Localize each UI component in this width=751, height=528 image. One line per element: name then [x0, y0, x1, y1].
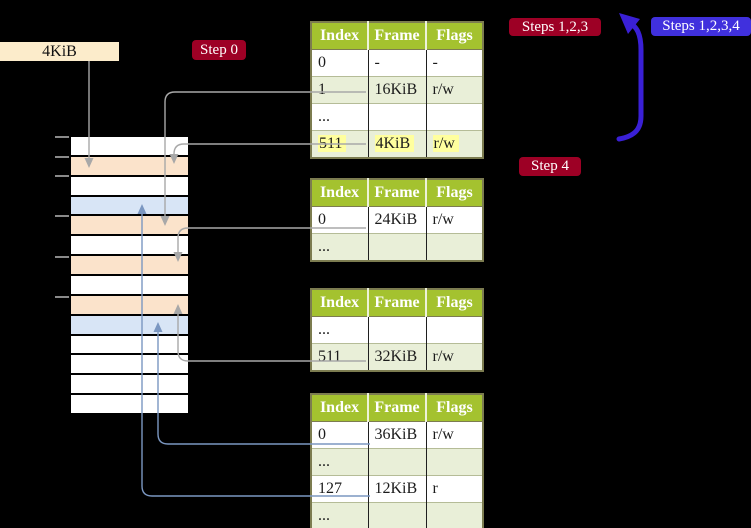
table-row: 511 32KiB r/w: [311, 343, 483, 371]
cell-frame: [367, 316, 426, 344]
cell-frame: 4KiB: [367, 130, 426, 158]
table-row: ...: [311, 103, 483, 131]
page-table-32kib: Index Frame Flags 0 36KiB r/w ... 127 12…: [310, 393, 484, 528]
cell-frame: [367, 233, 426, 261]
cell-frame: 24KiB: [367, 206, 426, 234]
memory-row-peach: [71, 216, 188, 234]
memory-row-peach: [71, 256, 188, 274]
cell-index: ...: [311, 448, 368, 476]
cell-flags: -: [425, 49, 483, 77]
page-table-24kib: Index Frame Flags ... 511 32KiB r/w: [310, 288, 484, 372]
table-header-row: Index Frame Flags: [311, 179, 483, 207]
table-row: 0 24KiB r/w: [311, 206, 483, 234]
page-table-step0: Index Frame Flags 0 - - 1 16KiB r/w ... …: [310, 21, 484, 159]
cell-flags: [425, 448, 483, 476]
header-flags: Flags: [425, 394, 483, 422]
header-flags: Flags: [425, 22, 483, 50]
header-index: Index: [311, 289, 368, 317]
cell-index: ...: [311, 103, 368, 131]
cell-flags: r/w: [425, 130, 483, 158]
cell-index: 127: [311, 475, 368, 503]
cell-frame: [367, 103, 426, 131]
memory-row-white: [71, 355, 188, 373]
cell-frame: 32KiB: [367, 343, 426, 371]
address-tick: [55, 215, 69, 217]
badge-steps-123: Steps 1,2,3: [509, 18, 601, 36]
cell-frame: [367, 502, 426, 528]
cell-flags: r: [425, 475, 483, 503]
header-frame: Frame: [367, 22, 426, 50]
table-row: ...: [311, 448, 483, 476]
memory-column: [69, 137, 190, 415]
highlight-text: r/w: [432, 135, 459, 152]
table-row: 127 12KiB r: [311, 475, 483, 503]
address-tick: [55, 136, 69, 138]
cell-frame: 12KiB: [367, 475, 426, 503]
page-size-label: 4KiB: [0, 42, 119, 61]
memory-row-white: [71, 276, 188, 294]
cell-flags: r/w: [425, 206, 483, 234]
badge-step-0: Step 0: [192, 40, 246, 60]
table-row: ...: [311, 502, 483, 528]
arrow-loop-steps-head: [619, 13, 640, 34]
cell-index: ...: [311, 233, 368, 261]
cell-flags: r/w: [425, 76, 483, 104]
table-row: 0 - -: [311, 49, 483, 77]
memory-row-white: [71, 177, 188, 195]
cell-index: 0: [311, 206, 368, 234]
cell-frame: 16KiB: [367, 76, 426, 104]
address-tick: [55, 175, 69, 177]
header-index: Index: [311, 394, 368, 422]
cell-index: 1: [311, 76, 368, 104]
header-flags: Flags: [425, 179, 483, 207]
cell-index: ...: [311, 316, 368, 344]
table-header-row: Index Frame Flags: [311, 394, 483, 422]
table-row-highlighted: 511 4KiB r/w: [311, 130, 483, 158]
cell-flags: [425, 502, 483, 528]
memory-row-white: [71, 236, 188, 254]
memory-row-blue: [71, 197, 188, 214]
header-index: Index: [311, 22, 368, 50]
cell-index: 0: [311, 49, 368, 77]
table-header-row: Index Frame Flags: [311, 22, 483, 50]
cell-frame: [367, 448, 426, 476]
table-row: ...: [311, 233, 483, 261]
highlight-text: 511: [318, 135, 347, 152]
cell-index: 0: [311, 421, 368, 449]
memory-row-white: [71, 395, 188, 413]
cell-index: 511: [311, 343, 368, 371]
memory-row-white: [71, 336, 188, 353]
table-row: ...: [311, 316, 483, 344]
cell-index: 511: [311, 130, 368, 158]
memory-row-peach: [71, 157, 188, 175]
header-index: Index: [311, 179, 368, 207]
header-frame: Frame: [367, 394, 426, 422]
badge-step-4: Step 4: [519, 157, 581, 176]
table-row: 1 16KiB r/w: [311, 76, 483, 104]
header-flags: Flags: [425, 289, 483, 317]
cell-flags: r/w: [425, 343, 483, 371]
cell-frame: -: [367, 49, 426, 77]
cell-flags: [425, 316, 483, 344]
header-frame: Frame: [367, 179, 426, 207]
address-tick: [55, 256, 69, 258]
memory-row-blue: [71, 316, 188, 334]
memory-row-white: [71, 137, 188, 155]
address-tick: [55, 296, 69, 298]
cell-flags: r/w: [425, 421, 483, 449]
header-frame: Frame: [367, 289, 426, 317]
memory-row-peach: [71, 296, 188, 314]
address-tick: [55, 156, 69, 158]
cell-index: ...: [311, 502, 368, 528]
highlight-text: 4KiB: [374, 135, 415, 152]
memory-row-white: [71, 375, 188, 393]
badge-steps-1234: Steps 1,2,3,4: [651, 17, 751, 36]
table-header-row: Index Frame Flags: [311, 289, 483, 317]
cell-frame: 36KiB: [367, 421, 426, 449]
cell-flags: [425, 233, 483, 261]
page-table-16kib: Index Frame Flags 0 24KiB r/w ...: [310, 178, 484, 262]
cell-flags: [425, 103, 483, 131]
table-row: 0 36KiB r/w: [311, 421, 483, 449]
arrow-loop-steps: [616, 19, 644, 142]
